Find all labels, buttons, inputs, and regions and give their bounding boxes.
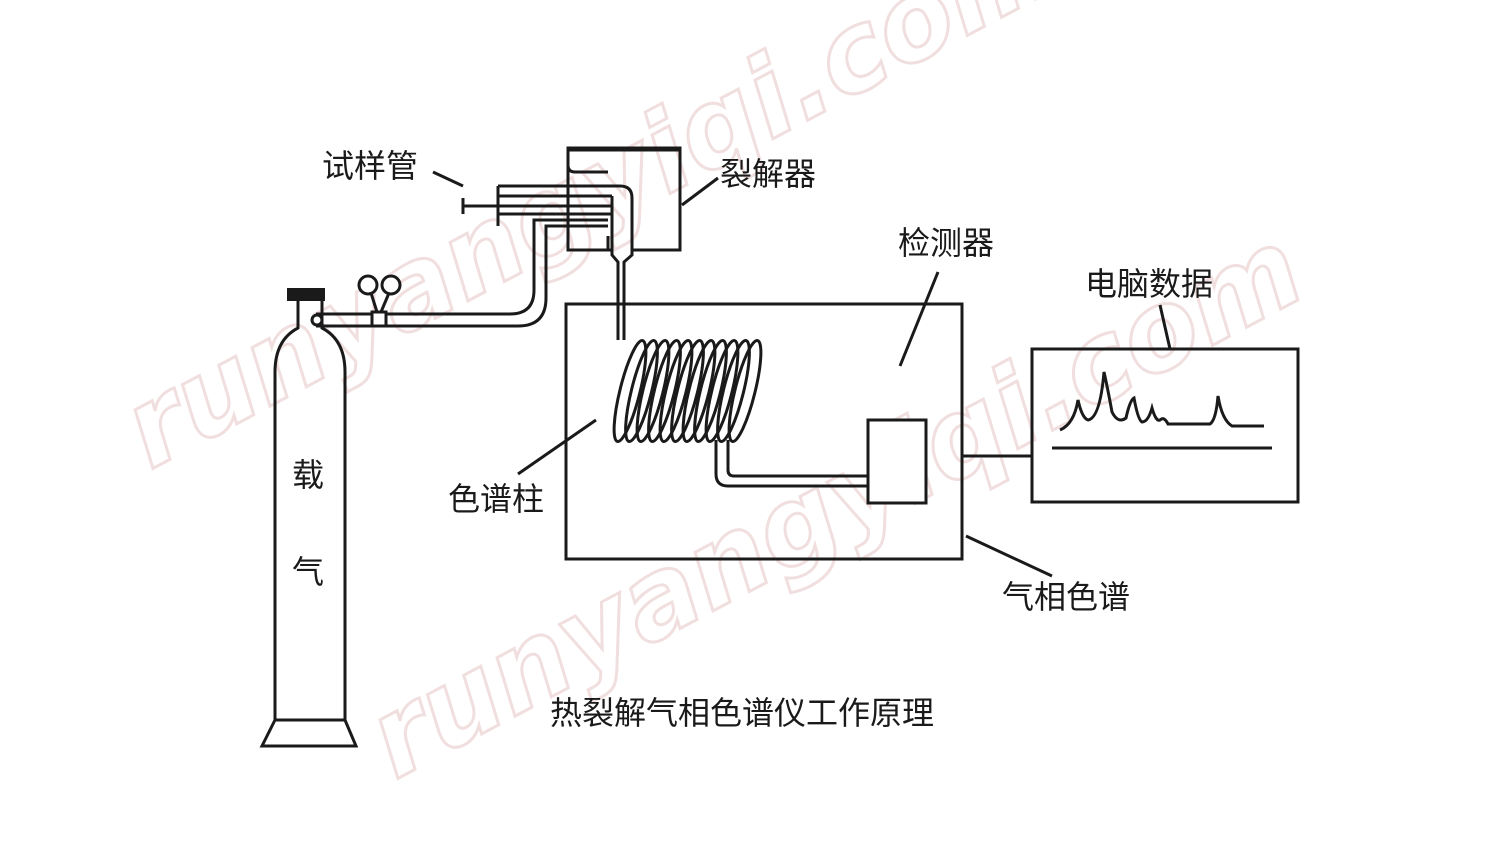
cylinder-valve xyxy=(310,313,324,327)
coil-loop xyxy=(658,338,694,444)
leader-gc xyxy=(965,534,1053,578)
leader-detector xyxy=(898,271,940,367)
chromatography-column-coil xyxy=(612,338,763,444)
gauge-stem-right xyxy=(379,292,391,313)
coil-loop xyxy=(635,338,671,444)
pressure-gauge-left-icon xyxy=(357,274,379,296)
sample-tube-chamber xyxy=(498,194,612,216)
column-outlet-outer xyxy=(714,440,868,488)
computer-data-box xyxy=(1030,347,1300,504)
label-sample-tube: 试样管 xyxy=(322,147,418,185)
label-pyrolyzer: 裂解器 xyxy=(720,155,816,193)
coil-loop xyxy=(693,338,728,444)
cylinder-base xyxy=(259,719,359,748)
diagram-caption: 热裂解气相色谱仪工作原理 xyxy=(550,694,934,732)
leader-column xyxy=(517,418,597,476)
detector-box xyxy=(866,418,928,505)
cylinder-body xyxy=(273,301,347,722)
chromatogram-trace xyxy=(1059,371,1264,432)
leader-computer xyxy=(1158,304,1172,350)
gas-line xyxy=(310,218,608,328)
coil-loop xyxy=(647,338,682,444)
carrier-gas-cylinder xyxy=(259,288,359,748)
coil-loop xyxy=(681,338,717,444)
label-gas-chromatograph: 气相色谱 xyxy=(1002,578,1130,616)
gas-chromatograph-box xyxy=(564,302,964,561)
label-column: 色谱柱 xyxy=(448,480,544,518)
sample-tube-inner xyxy=(496,186,620,340)
cylinder-cap xyxy=(287,288,325,301)
coil-loop xyxy=(624,338,659,444)
gauge-stem-left xyxy=(369,292,379,313)
coil-loop xyxy=(670,338,705,444)
coil-loop xyxy=(716,338,751,444)
label-carrier-2: 气 xyxy=(292,553,324,591)
gas-pipe-outer xyxy=(316,218,608,316)
regulator-body xyxy=(370,310,388,328)
label-detector: 检测器 xyxy=(898,224,994,262)
gas-pipe-inner xyxy=(316,224,608,328)
pyrolyzer-frame xyxy=(566,148,682,252)
column-outlet-inner xyxy=(726,440,868,478)
label-carrier-1: 载 xyxy=(292,456,324,494)
sample-tube xyxy=(461,184,634,340)
pressure-gauge-right-icon xyxy=(380,274,402,296)
label-computer-data: 电脑数据 xyxy=(1085,265,1213,303)
leader-sample-tube xyxy=(432,170,464,188)
coil-loop xyxy=(704,338,740,444)
coil-loop xyxy=(612,338,648,444)
coil-loop xyxy=(727,338,763,444)
sample-tube-outer xyxy=(498,184,634,340)
leader-pyrolyzer xyxy=(681,176,719,207)
